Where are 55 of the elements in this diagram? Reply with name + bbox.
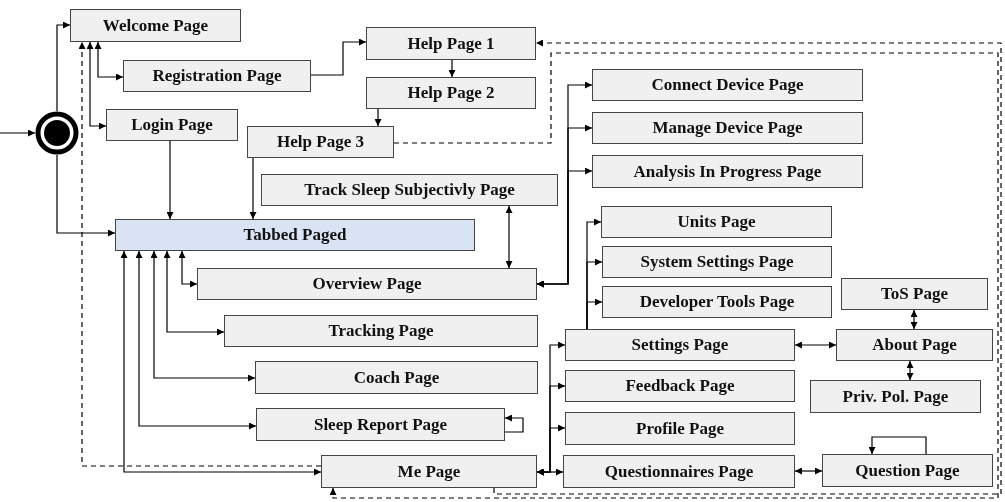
arrow xyxy=(120,250,322,476)
page-box: Help Page 3 xyxy=(247,126,394,158)
page-box: Welcome Page xyxy=(70,9,241,42)
page-box: System Settings Page xyxy=(602,246,832,278)
page-box: Units Page xyxy=(601,206,832,238)
arrow xyxy=(178,250,198,288)
page-box: Help Page 1 xyxy=(366,27,536,60)
page-box: Connect Device Page xyxy=(592,69,863,101)
arrow xyxy=(448,59,456,78)
arrow xyxy=(586,298,603,330)
arrow xyxy=(794,341,837,349)
arrow xyxy=(505,205,513,269)
page-box: Questionnaires Page xyxy=(563,455,795,488)
arrow xyxy=(166,140,174,220)
page-box: Analysis In Progress Page xyxy=(592,155,863,188)
arrow xyxy=(94,41,124,81)
arrow xyxy=(135,250,257,430)
arrow xyxy=(504,414,524,433)
dashed-arrow xyxy=(493,39,1002,495)
page-box: Manage Device Page xyxy=(592,112,863,144)
dashed-arrow xyxy=(78,41,322,467)
arrow xyxy=(150,250,256,382)
page-box: Sleep Report Page xyxy=(256,408,505,441)
page-box: Question Page xyxy=(822,454,993,487)
page-box: Settings Page xyxy=(565,329,795,361)
page-box: Feedback Page xyxy=(565,370,795,402)
arrow xyxy=(868,436,927,455)
arrow xyxy=(910,309,918,330)
page-box: Developer Tools Page xyxy=(602,286,832,318)
page-box: Help Page 2 xyxy=(366,77,536,109)
arrow xyxy=(536,468,564,476)
dashed-arrow xyxy=(329,52,999,499)
arrow xyxy=(0,129,36,137)
page-box: Coach Page xyxy=(255,361,538,394)
arrow xyxy=(163,250,225,336)
page-box: Track Sleep Subjectivly Page xyxy=(261,174,558,206)
arrow xyxy=(249,157,257,220)
arrow xyxy=(56,21,71,112)
page-box: Me Page xyxy=(321,455,537,488)
page-box: Overview Page xyxy=(197,268,537,300)
page-box: Login Page xyxy=(106,109,238,141)
arrow xyxy=(56,154,116,237)
page-box: About Page xyxy=(836,329,993,361)
arrow xyxy=(374,108,382,127)
page-box: Profile Page xyxy=(565,412,795,445)
arrow xyxy=(536,167,593,288)
page-box: Tracking Page xyxy=(224,315,538,347)
arrow xyxy=(906,360,914,381)
page-box: Priv. Pol. Page xyxy=(810,380,981,413)
page-box: Tabbed Paged xyxy=(115,219,475,251)
arrow xyxy=(794,467,823,475)
arrow xyxy=(86,41,107,130)
page-box: ToS Page xyxy=(841,278,988,310)
arrow xyxy=(310,38,367,76)
page-box: Registration Page xyxy=(123,60,311,92)
